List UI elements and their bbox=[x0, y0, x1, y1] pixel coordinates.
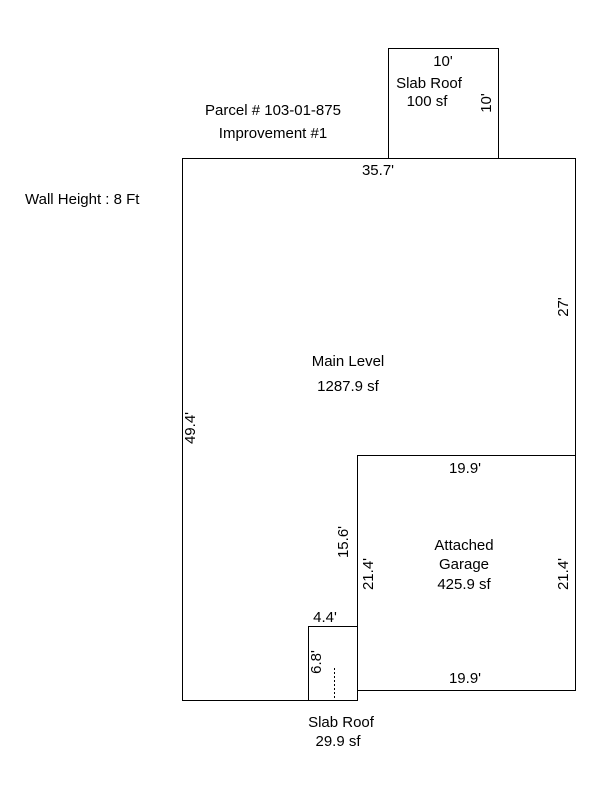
slab-roof-bottom-outline bbox=[308, 626, 358, 701]
main-level-outline bbox=[182, 158, 576, 701]
main-level-label: Main Level bbox=[312, 353, 385, 370]
slab-roof-top-depth: 10' bbox=[478, 93, 495, 113]
garage-outline bbox=[357, 455, 576, 691]
notch-vertical-dimension: 15.6' bbox=[335, 526, 352, 558]
garage-area: 425.9 sf bbox=[437, 576, 491, 593]
slab-roof-top-area: 100 sf bbox=[407, 93, 449, 110]
slab-roof-bottom-label: Slab Roof bbox=[308, 714, 375, 731]
garage-right-dimension: 21.4' bbox=[555, 558, 572, 590]
main-right-dimension: 27' bbox=[555, 297, 572, 317]
wall-height-label: Wall Height : 8 Ft bbox=[25, 191, 140, 208]
improvement-label: Improvement #1 bbox=[219, 125, 327, 142]
main-level-area: 1287.9 sf bbox=[317, 378, 380, 395]
garage-top-dimension: 19.9' bbox=[449, 460, 481, 477]
slab-depth-dimension: 6.8' bbox=[308, 650, 325, 674]
garage-left-dimension: 21.4' bbox=[360, 558, 377, 590]
garage-bottom-dimension: 19.9' bbox=[449, 670, 481, 687]
main-left-dimension: 49.4' bbox=[182, 412, 199, 444]
slab-width-dimension: 4.4' bbox=[313, 609, 337, 626]
slab-roof-top-width: 10' bbox=[433, 53, 453, 70]
main-top-dimension: 35.7' bbox=[362, 162, 394, 179]
parcel-number: Parcel # 103-01-875 bbox=[205, 102, 341, 119]
garage-label-line2: Garage bbox=[439, 556, 489, 573]
slab-roof-top-label: Slab Roof bbox=[396, 75, 463, 92]
garage-label-line1: Attached bbox=[434, 537, 493, 554]
slab-roof-bottom-area: 29.9 sf bbox=[315, 733, 361, 750]
